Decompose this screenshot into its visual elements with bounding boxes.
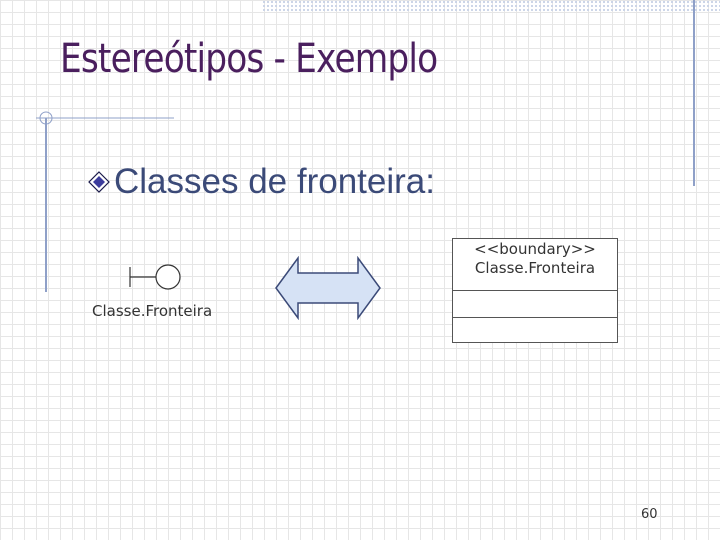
bullet-item: Classes de fronteira:: [88, 162, 435, 202]
uml-class-name-compartment: <<boundary>> Classe.Fronteira: [453, 239, 617, 291]
boundary-actor-label: Classe.Fronteira: [92, 302, 213, 320]
page-number: 60: [641, 507, 658, 522]
bullet-text: Classes de fronteira:: [114, 162, 435, 201]
diamond-bullet-icon: [88, 171, 110, 193]
uml-operations-compartment: [453, 318, 617, 342]
uml-attributes-compartment: [453, 291, 617, 318]
slide-title: Estereótipos - Exemplo: [60, 36, 438, 82]
uml-stereotype: <<boundary>>: [474, 240, 596, 258]
uml-class-box: <<boundary>> Classe.Fronteira: [452, 238, 618, 343]
boundary-icon: [129, 264, 181, 290]
uml-class-name: Classe.Fronteira: [474, 259, 596, 277]
double-arrow-icon: [275, 256, 381, 320]
header-decoration-band: [262, 0, 720, 12]
